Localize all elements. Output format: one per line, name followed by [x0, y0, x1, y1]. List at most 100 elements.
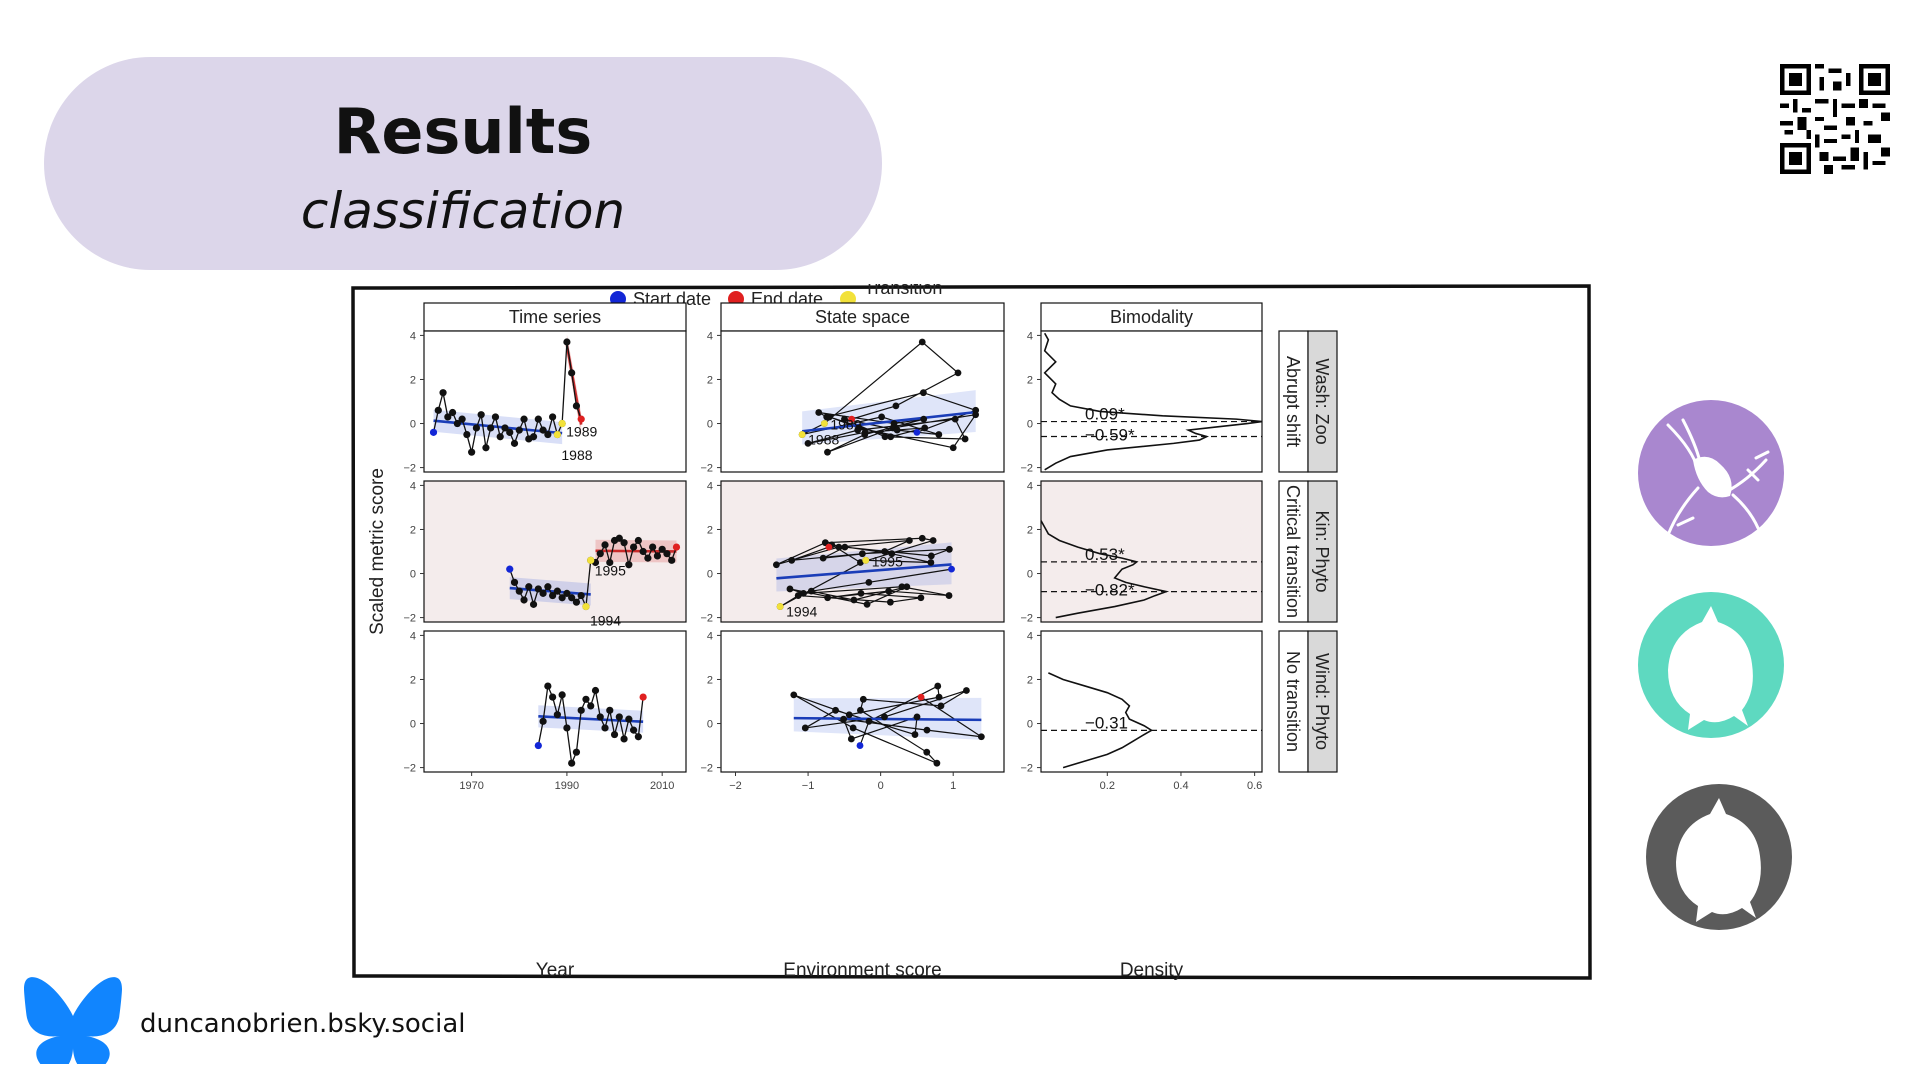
ss-ribbon-r1 — [776, 542, 952, 592]
column-strip-0 — [423, 302, 687, 332]
y-tick-label-r0-c0-2: 0 — [410, 419, 416, 431]
ts-point-r2-6 — [563, 724, 571, 732]
ts-point-r1-35 — [672, 543, 681, 551]
ss-point-r2-7 — [933, 759, 941, 767]
y-tick-label-r1-c2-1: 2 — [1027, 524, 1033, 536]
y-tick-label-r2-c0-3: −2 — [403, 763, 416, 775]
ss-point-r0-8 — [824, 448, 831, 456]
ss-point-r2-6 — [849, 724, 857, 732]
bluesky-butterfly-icon[interactable] — [24, 976, 122, 1064]
ts-point-r0-23 — [539, 426, 547, 434]
ss-fit-r0 — [802, 410, 976, 433]
ts-point-r1-28 — [639, 547, 647, 556]
ss-point-r1-21 — [856, 559, 864, 566]
ss-point-r1-5 — [863, 600, 871, 608]
ts-point-r1-0 — [506, 565, 514, 573]
ss-point-r1-29 — [819, 554, 827, 562]
column-strip-label-1: State space — [815, 307, 910, 327]
bluesky-handle[interactable]: duncanobrien.bsky.social — [140, 1009, 466, 1039]
ss-point-r1-27 — [905, 537, 913, 544]
facet-label-b-r2: Wind: Phyto — [1312, 653, 1332, 750]
ss-point-r2-15 — [832, 706, 839, 714]
y-tick-label-r1-c1-1: 2 — [707, 524, 713, 536]
ss-point-r0-31 — [848, 415, 856, 423]
facet-label-a-r2: No transition — [1283, 651, 1303, 752]
x-tick-label-env-0: −2 — [729, 780, 742, 792]
density-mode-label-r1-1: −0.82* — [1085, 581, 1135, 600]
ss-transition-label-r1-0: 1995 — [872, 553, 903, 569]
ts-point-r1-12 — [563, 589, 571, 597]
ss-point-r1-28 — [881, 548, 889, 555]
ss-point-r2-18 — [847, 735, 855, 743]
ss-point-r0-2 — [919, 389, 927, 397]
ss-point-r1-0 — [948, 565, 955, 573]
qr-code-icon[interactable] — [1780, 64, 1890, 174]
ts-point-r0-28 — [563, 338, 571, 346]
ts-transition-label-r1-0: 1995 — [595, 562, 626, 578]
ts-point-r2-9 — [577, 706, 585, 714]
ss-point-r0-4 — [815, 409, 823, 416]
phytoplankton-teal-icon — [1638, 592, 1784, 738]
ts-point-r0-21 — [529, 433, 538, 441]
y-tick-label-r1-c0-3: −2 — [403, 613, 416, 625]
ss-point-r1-30 — [841, 543, 849, 551]
x-tick-label-density-0: 0.2 — [1100, 780, 1115, 792]
ts-point-r1-27 — [634, 536, 642, 545]
ss-point-r2-0 — [856, 742, 864, 749]
ts-point-r0-6 — [458, 415, 466, 423]
ts-point-r0-25 — [549, 413, 557, 421]
ts-point-r0-0 — [429, 428, 438, 436]
ts-point-r0-11 — [482, 444, 490, 452]
facet-strip-a-r2 — [1278, 630, 1309, 773]
ss-point-r0-18 — [854, 426, 862, 434]
column-strip-label-2: Bimodality — [1110, 307, 1193, 327]
ts-point-r1-4 — [525, 583, 533, 591]
ss-point-r1-9 — [945, 592, 953, 599]
y-tick-label-r1-c0-1: 2 — [410, 524, 416, 536]
y-tick-label-r0-c1-3: −2 — [700, 463, 713, 475]
y-tick-label-r0-c1-1: 2 — [707, 374, 713, 386]
ts-point-r0-19 — [520, 415, 528, 423]
ss-transition-label-r0-1: 1988 — [808, 432, 839, 448]
ss-point-r1-22 — [929, 537, 937, 544]
ts-point-r0-8 — [468, 448, 476, 456]
ts-transition-dot-r0-1 — [553, 430, 561, 439]
panel-r2-c2 — [1040, 630, 1263, 773]
ts-point-r2-22 — [639, 693, 647, 701]
y-tick-label-r1-c1-3: −2 — [700, 613, 713, 625]
ss-point-r1-18 — [927, 559, 935, 566]
x-axis-label-0: Year — [536, 960, 575, 980]
phytoplankton-grey-icon — [1646, 784, 1792, 930]
ss-point-r1-23 — [918, 534, 926, 542]
ts-transition-label-r0-1: 1988 — [561, 447, 592, 463]
facet-strip-b-r0 — [1307, 330, 1338, 473]
y-tick-label-r2-c0-2: 0 — [410, 719, 416, 731]
x-tick-label-time-1: 1990 — [555, 780, 579, 792]
y-tick-label-r0-c1-2: 0 — [707, 419, 713, 431]
ss-point-r0-13 — [825, 413, 833, 421]
ss-point-r1-34 — [788, 556, 796, 564]
ts-point-r2-15 — [606, 706, 614, 714]
ss-point-r1-11 — [824, 594, 832, 602]
ss-point-r1-32 — [945, 545, 953, 553]
ts-point-r0-17 — [510, 439, 519, 447]
ss-point-r2-17 — [913, 713, 921, 721]
ss-point-r2-22 — [917, 693, 925, 701]
ss-point-r1-2 — [807, 587, 815, 595]
ts-point-r2-2 — [544, 682, 552, 690]
ss-point-r2-16 — [911, 731, 919, 738]
y-tick-label-r2-c0-1: 2 — [410, 674, 416, 686]
ss-fit-r2 — [793, 716, 982, 722]
ts-point-r2-16 — [610, 730, 619, 739]
ss-transition-dot-r0-1 — [798, 431, 806, 438]
ts-point-r0-15 — [501, 424, 509, 432]
ts-point-r2-14 — [601, 724, 609, 732]
x-tick-label-time-2: 2010 — [650, 780, 674, 792]
density-curve-r0 — [1043, 332, 1263, 471]
ss-point-r2-2 — [934, 682, 942, 690]
ss-point-r1-13 — [917, 594, 925, 602]
ts-point-r0-2 — [439, 389, 447, 397]
ts-transition-dot-r0-0 — [558, 419, 566, 428]
ts-point-r2-13 — [596, 713, 604, 721]
y-tick-label-r0-c0-0: 4 — [410, 330, 416, 342]
